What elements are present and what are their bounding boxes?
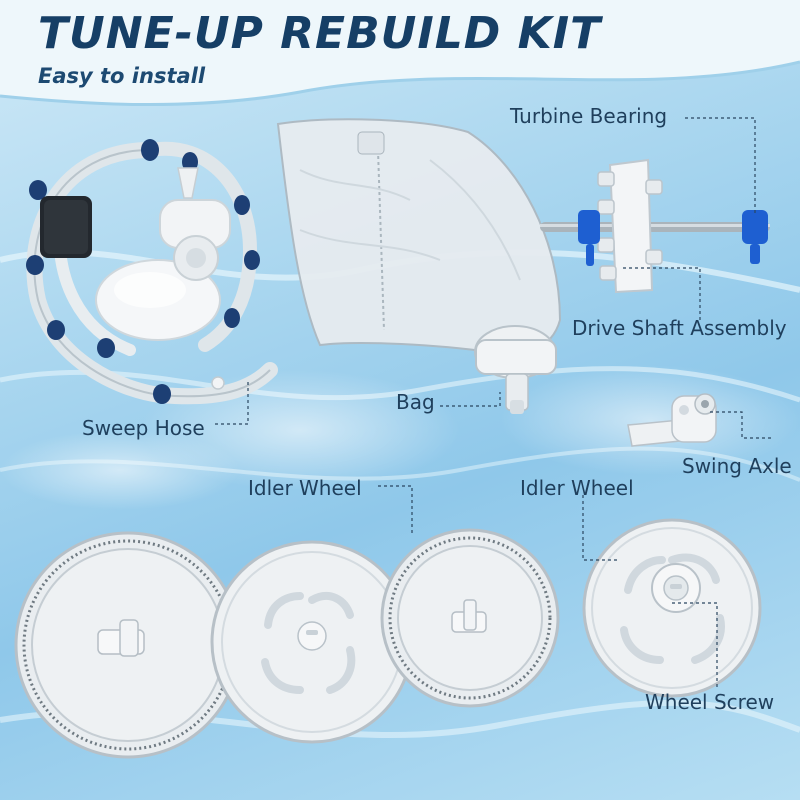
idler-wheel-right [582,518,762,698]
label-turbine-bearing: Turbine Bearing [510,104,668,128]
page-subtitle: Easy to install [38,64,206,88]
idler-wheel-middle [210,540,414,744]
label-idler-wheel-left: Idler Wheel [248,476,362,500]
label-sweep-hose: Sweep Hose [82,416,205,440]
header-band [0,0,800,107]
sweep-hose-assembly [26,139,278,405]
label-swing-axle: Swing Axle [682,454,792,478]
label-idler-wheel-right: Idler Wheel [520,476,634,500]
label-drive-shaft-assembly: Drive Shaft Assembly [572,316,787,340]
label-wheel-screw: Wheel Screw [645,690,775,714]
idler-wheel-third [380,528,560,708]
page-title: TUNE-UP REBUILD KIT [38,8,602,59]
label-bag: Bag [396,390,435,414]
